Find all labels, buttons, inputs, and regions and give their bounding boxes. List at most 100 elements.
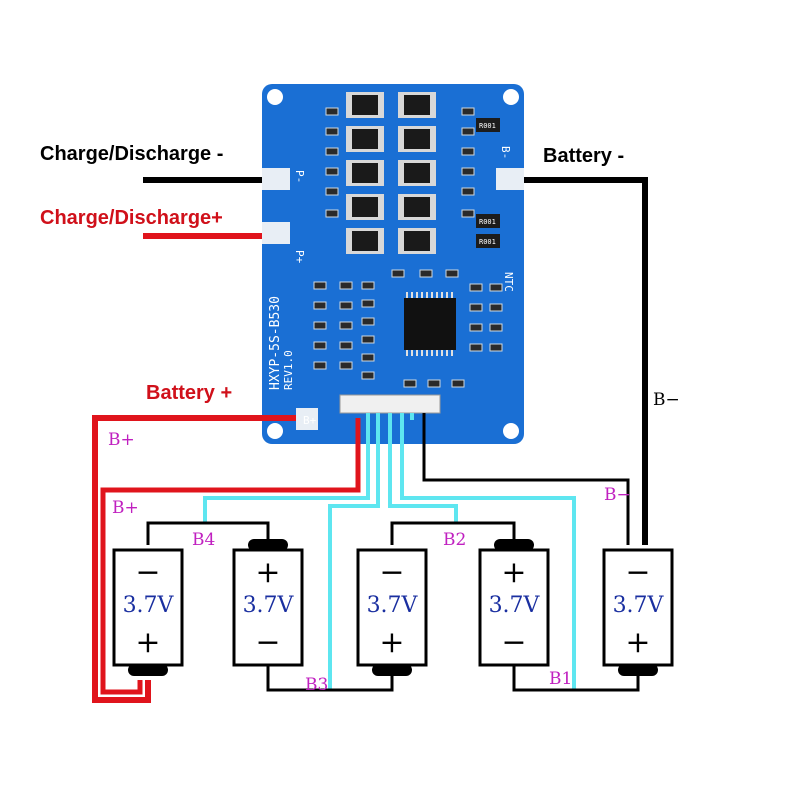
mosfet-body bbox=[404, 231, 430, 251]
cell-body bbox=[112, 548, 184, 667]
cell-body bbox=[602, 548, 674, 667]
bms-ic-chip bbox=[404, 298, 456, 350]
cell-voltage: 3.7V bbox=[613, 593, 665, 618]
smd-part bbox=[469, 303, 483, 312]
smd-part bbox=[469, 323, 483, 332]
shunt-resistor bbox=[476, 214, 500, 228]
ic-pin bbox=[431, 350, 433, 356]
ic-pin bbox=[431, 292, 433, 298]
smd-part bbox=[313, 281, 327, 290]
wire-b-plus-outer bbox=[92, 415, 296, 703]
cell-top-symbol: + bbox=[501, 555, 526, 590]
pcb-model-label: HXYP-5S-B530 bbox=[268, 296, 283, 390]
shunt-resistor bbox=[476, 234, 500, 248]
smd-part bbox=[361, 299, 375, 308]
smd-part bbox=[339, 341, 353, 350]
label-b2: B2 bbox=[443, 530, 466, 550]
smd-part bbox=[469, 343, 483, 352]
smd-part bbox=[461, 187, 475, 196]
ic-pin bbox=[441, 350, 443, 356]
pad-p-minus-label: P- bbox=[293, 170, 306, 183]
battery-cell: −3.7V+ bbox=[356, 548, 428, 676]
mosfet-body bbox=[404, 197, 430, 217]
cell-voltage: 3.7V bbox=[243, 593, 295, 618]
mounting-hole bbox=[267, 423, 283, 439]
mosfet-body bbox=[352, 95, 378, 115]
ic-pin bbox=[441, 292, 443, 298]
label-b1: B1 bbox=[549, 669, 572, 689]
cell-body bbox=[356, 548, 428, 667]
smd-part bbox=[313, 301, 327, 310]
cell-voltage: 3.7V bbox=[367, 593, 419, 618]
mosfet-body bbox=[352, 231, 378, 251]
series-link-3-4 bbox=[390, 521, 516, 545]
mosfet-body bbox=[352, 163, 378, 183]
smd-part bbox=[313, 321, 327, 330]
series-link-4-5 bbox=[512, 665, 640, 692]
smd-part bbox=[313, 341, 327, 350]
wire-b3 bbox=[328, 413, 380, 690]
shunt-resistor-label: R001 bbox=[479, 238, 496, 246]
mounting-hole bbox=[503, 89, 519, 105]
cell-bottom-symbol: + bbox=[135, 625, 160, 660]
smd-components bbox=[313, 107, 503, 388]
cell-top-symbol: − bbox=[379, 555, 404, 590]
label-b-minus-mid: B− bbox=[604, 485, 631, 505]
smd-part bbox=[461, 167, 475, 176]
label-b-plus-left: B+ bbox=[108, 430, 135, 450]
battery-cell: −3.7V+ bbox=[602, 548, 674, 676]
cell-positive-cap bbox=[248, 539, 288, 551]
cell-body bbox=[478, 548, 550, 667]
ic-pin bbox=[416, 292, 418, 298]
smd-part bbox=[461, 127, 475, 136]
mosfet-body bbox=[404, 95, 430, 115]
smd-part bbox=[325, 127, 339, 136]
battery-cell: −3.7V+ bbox=[112, 548, 184, 676]
smd-part bbox=[339, 361, 353, 370]
smd-part bbox=[451, 379, 465, 388]
ic-pin bbox=[406, 292, 408, 298]
label-b3: B3 bbox=[305, 675, 328, 695]
cell-bottom-symbol: − bbox=[255, 625, 280, 660]
pad-p-minus bbox=[262, 168, 290, 190]
cell-positive-cap bbox=[372, 664, 412, 676]
wire-b-minus-balance bbox=[422, 413, 630, 545]
pcb-substrate bbox=[262, 84, 524, 444]
bms-board: P- P+ B- B+ R001 R001 R001 NTC HXYP-5S-B… bbox=[262, 84, 524, 444]
smd-part bbox=[469, 283, 483, 292]
smd-part bbox=[391, 269, 405, 278]
mounting-hole bbox=[267, 89, 283, 105]
smd-part bbox=[325, 167, 339, 176]
ic-pin bbox=[436, 350, 438, 356]
ic-pins bbox=[406, 292, 453, 356]
cell-voltage: 3.7V bbox=[489, 593, 541, 618]
ic-pin bbox=[411, 292, 413, 298]
label-b-minus-right: B− bbox=[653, 390, 680, 410]
smd-part bbox=[427, 379, 441, 388]
mounting-hole bbox=[503, 423, 519, 439]
label-b4: B4 bbox=[192, 530, 215, 550]
smd-part bbox=[325, 187, 339, 196]
smd-part bbox=[403, 379, 417, 388]
smd-part bbox=[313, 361, 327, 370]
cell-bottom-symbol: + bbox=[625, 625, 650, 660]
smd-part bbox=[489, 323, 503, 332]
smd-part bbox=[419, 269, 433, 278]
smd-part bbox=[461, 107, 475, 116]
smd-part bbox=[489, 283, 503, 292]
wire-b2 bbox=[388, 413, 458, 523]
battery-cell: +3.7V − bbox=[478, 539, 550, 667]
cell-voltage: 3.7V bbox=[123, 593, 175, 618]
smd-part bbox=[361, 281, 375, 290]
smd-part bbox=[325, 209, 339, 218]
smd-part bbox=[361, 317, 375, 326]
pad-b-minus bbox=[496, 168, 524, 190]
cell-bottom-symbol: − bbox=[501, 625, 526, 660]
smd-part bbox=[361, 353, 375, 362]
cell-top-symbol: + bbox=[255, 555, 280, 590]
shunt-resistor-label: R001 bbox=[479, 218, 496, 226]
battery-cell: +3.7V − bbox=[232, 539, 304, 667]
pad-b-plus-label: B+ bbox=[303, 414, 317, 427]
battery-cells: −3.7V++3.7V−−3.7V++3.7V−−3.7V+ bbox=[112, 539, 674, 676]
